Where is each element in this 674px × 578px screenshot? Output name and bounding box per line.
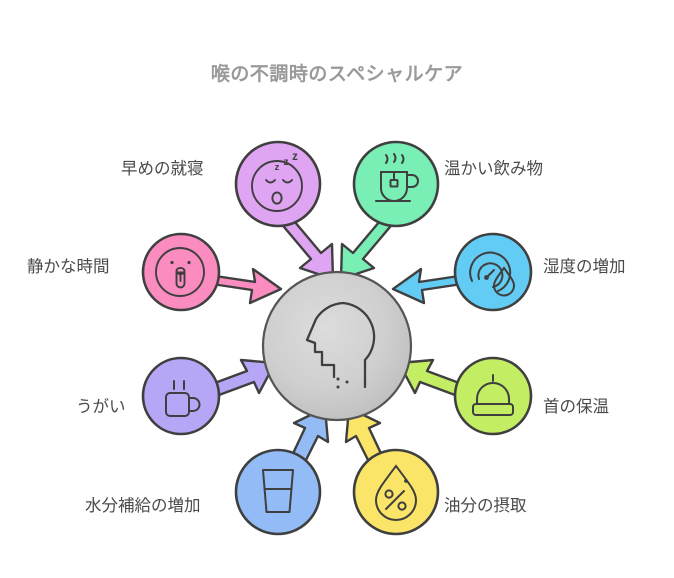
beanie-hat-icon bbox=[472, 374, 514, 416]
svg-text:z: z bbox=[275, 162, 280, 173]
label-early-bedtime: 早めの就寝 bbox=[121, 160, 204, 178]
node-oil-intake[interactable] bbox=[344, 406, 440, 536]
mug-steam-icon bbox=[165, 380, 201, 417]
head-profile-sore-throat-icon bbox=[305, 301, 376, 389]
label-humidity-increase: 湿度の増加 bbox=[543, 258, 626, 276]
node-gargling[interactable] bbox=[141, 356, 277, 436]
node-circle[interactable] bbox=[453, 356, 533, 436]
arrow-left-icon bbox=[391, 267, 464, 305]
node-warm-drinks[interactable] bbox=[339, 140, 440, 281]
node-humidity-increase[interactable] bbox=[391, 232, 533, 312]
node-circle[interactable] bbox=[141, 356, 221, 436]
node-neck-warming[interactable] bbox=[397, 356, 533, 436]
sleeping-face-zzz-icon: z z z bbox=[251, 151, 303, 212]
label-hydration-increase: 水分補給の増加 bbox=[85, 497, 201, 515]
label-warm-drinks: 温かい飲み物 bbox=[444, 160, 543, 178]
humidity-gauge-droplet-icon bbox=[469, 251, 516, 297]
water-glass-icon bbox=[262, 469, 294, 513]
node-quiet-time[interactable] bbox=[141, 232, 283, 312]
svg-text:z: z bbox=[283, 156, 288, 168]
node-circle[interactable] bbox=[352, 448, 440, 536]
arrow-up-right-icon bbox=[210, 358, 277, 397]
node-circle[interactable] bbox=[234, 448, 322, 536]
arrow-down-left-icon bbox=[339, 213, 397, 281]
node-hydration-increase[interactable] bbox=[234, 406, 330, 536]
svg-text:z: z bbox=[292, 151, 298, 163]
label-gargling: うがい bbox=[76, 398, 126, 416]
arrow-right-icon bbox=[210, 267, 283, 305]
node-circle[interactable] bbox=[234, 140, 322, 228]
arrow-down-right-icon bbox=[277, 213, 335, 281]
center-circle[interactable] bbox=[261, 270, 413, 422]
node-early-bedtime[interactable]: z z z bbox=[234, 140, 335, 281]
label-neck-warming: 首の保温 bbox=[543, 398, 609, 416]
label-oil-intake: 油分の摂取 bbox=[444, 497, 527, 515]
arrow-up-left-icon bbox=[397, 358, 464, 397]
shushing-face-icon bbox=[155, 247, 205, 297]
node-circle[interactable] bbox=[352, 140, 440, 228]
label-quiet-time: 静かな時間 bbox=[27, 258, 110, 276]
droplet-percent-icon bbox=[374, 464, 418, 521]
page-title: 喉の不調時のスペシャルケア bbox=[210, 64, 464, 85]
center-hub[interactable] bbox=[261, 270, 413, 422]
tea-cup-steam-icon bbox=[375, 153, 419, 202]
